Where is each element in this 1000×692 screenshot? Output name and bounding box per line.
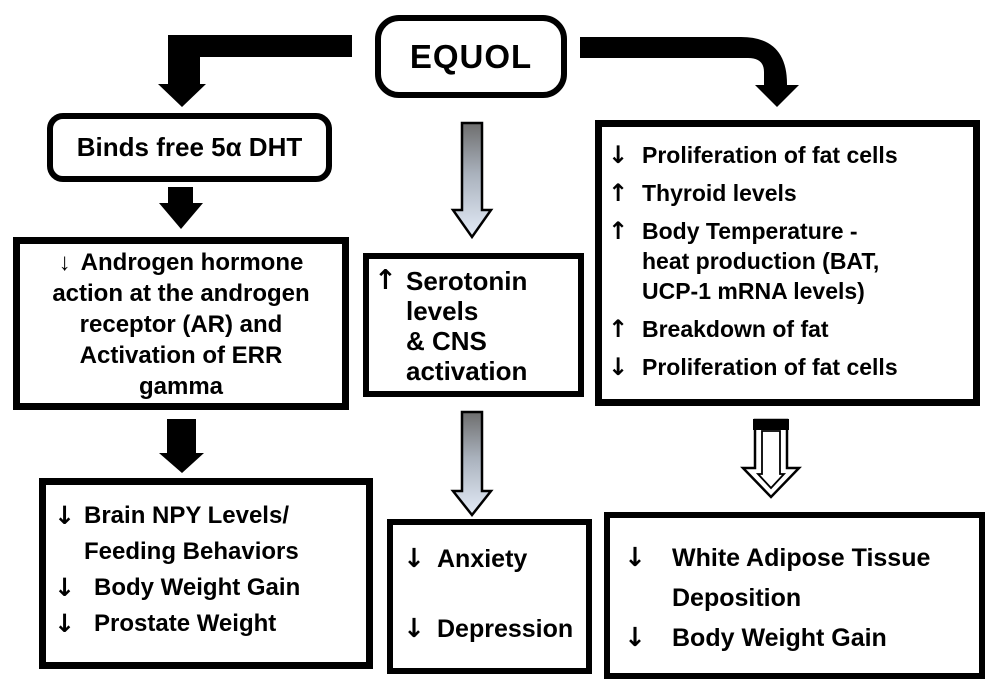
list-item-text: White Adipose Tissue Deposition xyxy=(672,544,931,612)
list-item-text: Body Weight Gain xyxy=(94,574,301,601)
androgen-line: ↓ Androgen hormone xyxy=(20,247,342,278)
equol-label: EQUOL xyxy=(409,37,533,75)
list-item: ↑ Thyroid levels xyxy=(608,178,973,208)
binds-dht-label: Binds free 5α DHT xyxy=(76,132,303,162)
list-item: ↑ Body Temperature - heat production (BA… xyxy=(608,216,973,306)
binds-dht-node: Binds free 5α DHT xyxy=(47,113,332,182)
list-item-text: Proliferation of fat cells xyxy=(642,142,898,168)
list-item: ↓ White Adipose Tissue Deposition xyxy=(624,538,979,618)
list-item-text: Body Weight Gain xyxy=(672,624,887,652)
list-item: ↓ Prostate Weight xyxy=(54,606,362,642)
list-item: ↓ Body Weight Gain xyxy=(624,618,979,658)
middle-outcomes-node: ↓ Anxiety ↓ Depression xyxy=(387,519,592,674)
list-item-text: Brain NPY Levels/ Feeding Behaviors xyxy=(84,502,299,565)
increase-arrow-icon: ↑ xyxy=(374,265,397,296)
list-item: ↓ Depression xyxy=(403,614,586,644)
list-item-text: Thyroid levels xyxy=(642,180,797,206)
androgen-line: receptor (AR) and xyxy=(79,311,283,338)
equol-node: EQUOL xyxy=(375,15,567,98)
down-arrow-androgen-to-outcomes xyxy=(159,419,204,473)
list-item: ↓ Proliferation of fat cells xyxy=(608,140,973,170)
elbow-arrow-right xyxy=(580,37,799,107)
decrease-arrow-icon: ↓ xyxy=(403,544,425,574)
gradient-down-arrow-equol-to-serotonin xyxy=(450,121,494,240)
decrease-arrow-icon: ↓ xyxy=(54,501,76,530)
list-item-text: Depression xyxy=(437,615,574,643)
serotonin-content: ↑ Serotonin levels & CNS activation xyxy=(374,265,578,387)
list-item-text: Breakdown of fat xyxy=(642,316,829,342)
increase-arrow-icon: ↑ xyxy=(608,179,629,207)
decrease-arrow-icon: ↓ xyxy=(608,353,629,381)
decrease-arrow-icon: ↓ xyxy=(403,614,425,644)
list-item-text: Proliferation of fat cells xyxy=(642,354,898,380)
list-item: ↓ Proliferation of fat cells xyxy=(608,352,973,382)
left-outcomes-node: ↓ Brain NPY Levels/ Feeding Behaviors ↓ … xyxy=(39,478,373,669)
serotonin-node: ↑ Serotonin levels & CNS activation xyxy=(363,253,584,397)
androgen-action-node: ↓ Androgen hormone action at the androgen… xyxy=(13,237,349,410)
androgen-line: gamma xyxy=(138,373,224,400)
list-item-text: Prostate Weight xyxy=(94,610,277,637)
increase-arrow-icon: ↑ xyxy=(608,315,629,343)
serotonin-text: Serotonin levels & CNS activation xyxy=(406,266,528,386)
list-item: ↓ Brain NPY Levels/ Feeding Behaviors xyxy=(54,498,362,570)
androgen-line: Activation of ERR xyxy=(79,342,283,369)
gradient-down-arrow-serotonin-to-outcomes xyxy=(450,410,494,518)
list-item: ↓ Anxiety xyxy=(403,544,586,574)
decrease-arrow-icon: ↓ xyxy=(608,141,629,169)
right-outcomes-node: ↓ White Adipose Tissue Deposition ↓ Body… xyxy=(604,512,985,679)
list-item: ↓ Body Weight Gain xyxy=(54,570,362,606)
androgen-line: action at the androgen xyxy=(52,280,310,307)
increase-arrow-icon: ↑ xyxy=(608,217,629,245)
decrease-arrow-icon: ↓ xyxy=(624,623,646,653)
down-arrow-binds-to-androgen xyxy=(159,187,203,229)
fat-effects-node: ↓ Proliferation of fat cells ↑ Thyroid l… xyxy=(595,120,980,406)
list-item-text: Body Temperature - heat production (BAT,… xyxy=(642,218,880,304)
decrease-arrow-icon: ↓ xyxy=(54,609,76,638)
elbow-arrow-left xyxy=(158,35,352,107)
list-item-text: Anxiety xyxy=(437,545,528,573)
androgen-line-text: Androgen hormone xyxy=(80,249,304,276)
decrease-arrow-icon: ↓ xyxy=(624,543,646,573)
decrease-arrow-icon: ↓ xyxy=(58,249,71,276)
hollow-down-arrow-fat-to-outcomes xyxy=(740,418,802,499)
list-item: ↑ Breakdown of fat xyxy=(608,314,973,344)
decrease-arrow-icon: ↓ xyxy=(54,573,76,602)
